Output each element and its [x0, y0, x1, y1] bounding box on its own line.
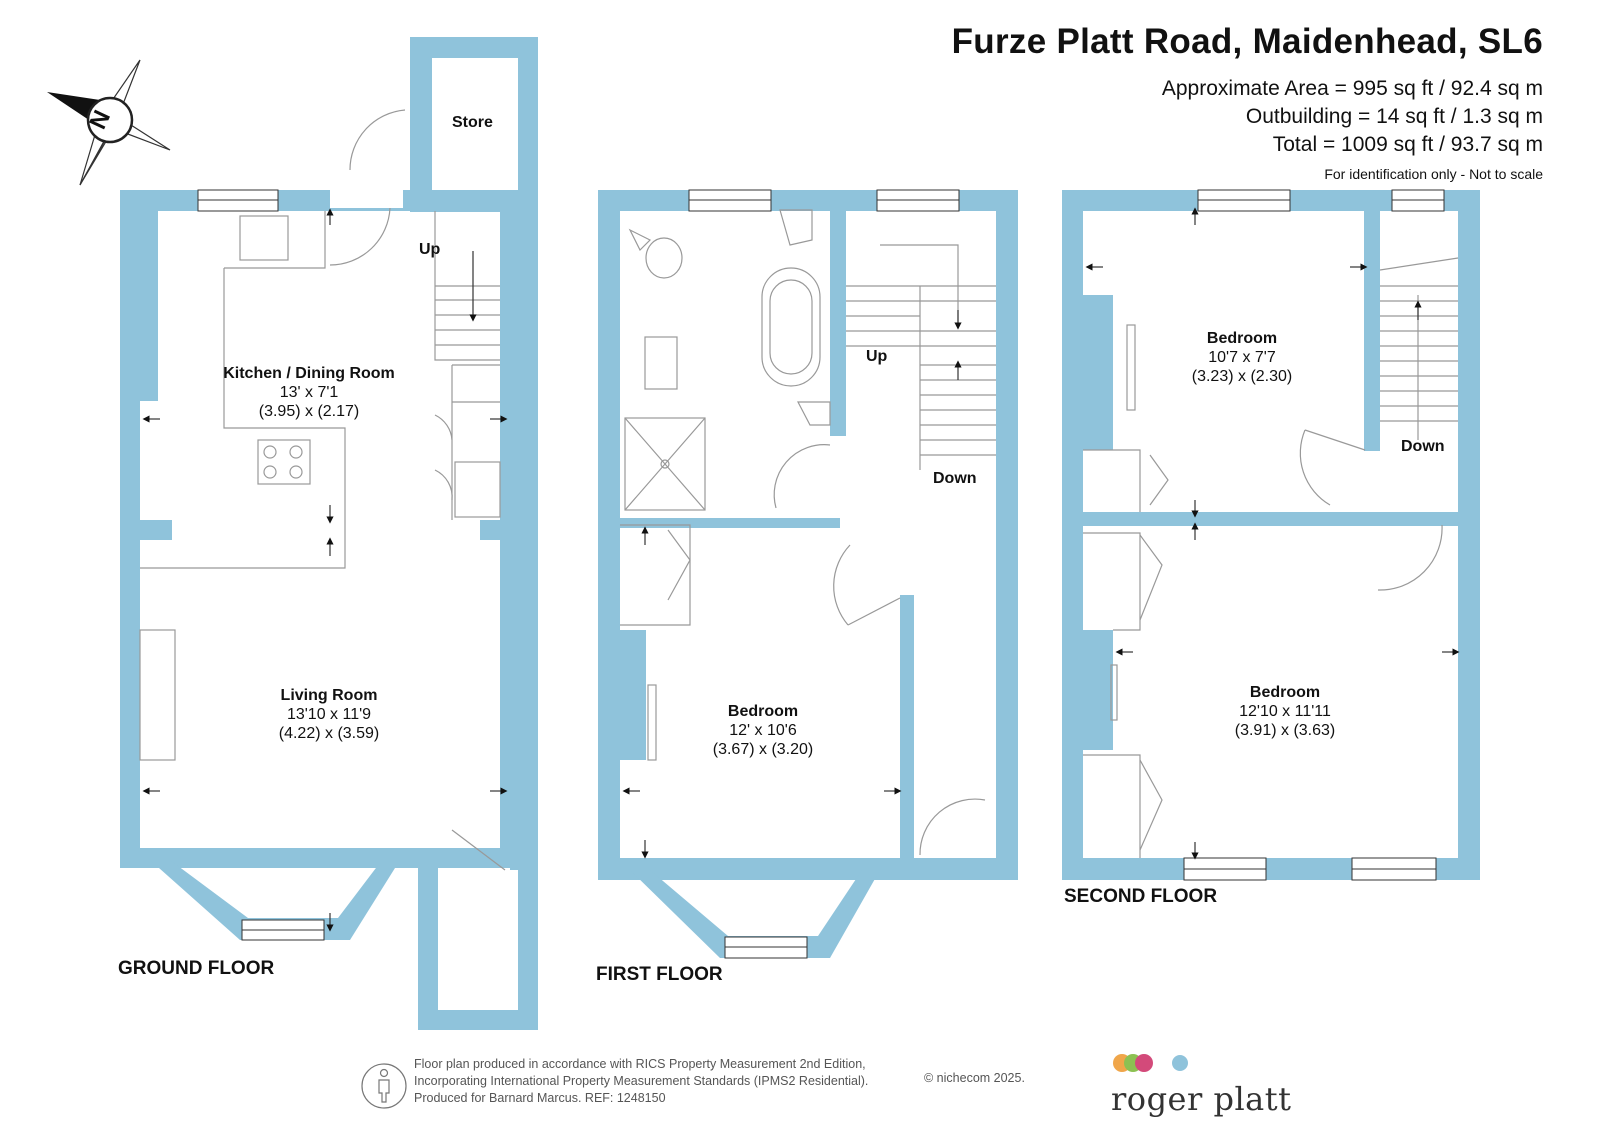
first-stairs-down-label: Down — [933, 470, 977, 487]
second-stairs-down-label: Down — [1401, 438, 1445, 455]
room-name: Kitchen / Dining Room — [223, 365, 395, 382]
room-name: Bedroom — [727, 703, 799, 720]
room-metric: (3.67) x (3.20) — [712, 741, 814, 758]
first-floor-bedroom: Bedroom 12' x 10'6 (3.67) x (3.20) — [713, 702, 813, 759]
kitchen-dining-room: Kitchen / Dining Room 13' x 7'1 (3.95) x… — [223, 364, 395, 421]
room-name: Bedroom — [1206, 330, 1278, 347]
room-imperial: 12' x 10'6 — [729, 722, 797, 739]
ground-stairs-up-label: Up — [419, 241, 441, 258]
room-imperial: 13' x 7'1 — [279, 384, 339, 401]
brand-name: roger platt — [1111, 1080, 1292, 1118]
ground-floor-plan — [120, 37, 538, 1030]
ground-floor-label: GROUND FLOOR — [118, 958, 275, 979]
second-floor-back-bedroom: Bedroom 10'7 x 7'7 (3.23) x (2.30) — [1192, 329, 1292, 386]
first-floor-label: FIRST FLOOR — [596, 964, 723, 985]
footer-line-2: Incorporating International Property Mea… — [414, 1074, 869, 1088]
first-floor-walls — [598, 190, 1018, 880]
room-metric: (3.91) x (3.63) — [1234, 722, 1336, 739]
outbuilding-area-text: Outbuilding = 14 sq ft / 1.3 sq m — [1245, 105, 1543, 128]
living-room: Living Room 13'10 x 11'9 (4.22) x (3.59) — [279, 686, 379, 743]
room-metric: (3.95) x (2.17) — [258, 403, 360, 420]
second-floor-label: SECOND FLOOR — [1064, 886, 1218, 907]
total-area-text: Total = 1009 sq ft / 93.7 sq m — [1272, 133, 1543, 156]
store-label: Store — [452, 114, 493, 131]
room-name: Bedroom — [1249, 684, 1321, 701]
compass-rose-icon — [47, 59, 171, 186]
second-floor-walls — [1062, 190, 1480, 880]
first-bay-window — [630, 870, 880, 958]
plan-title: Furze Platt Road, Maidenhead, SL6 — [951, 22, 1543, 61]
room-imperial: 12'10 x 11'11 — [1239, 703, 1331, 720]
brand-logo-dots — [1113, 1054, 1188, 1072]
first-stairs-up-label: Up — [866, 348, 888, 365]
room-metric: (4.22) x (3.59) — [278, 725, 380, 742]
person-icon — [361, 1063, 407, 1109]
room-imperial: 10'7 x 7'7 — [1208, 349, 1276, 366]
footer-line-1: Floor plan produced in accordance with R… — [414, 1057, 866, 1071]
copyright-text: © nichecom 2025. — [924, 1071, 1025, 1085]
second-floor-front-bedroom: Bedroom 12'10 x 11'11 (3.91) x (3.63) — [1235, 683, 1335, 740]
room-imperial: 13'10 x 11'9 — [286, 706, 372, 723]
room-name: Living Room — [280, 687, 378, 704]
ground-floor-walls — [120, 190, 510, 868]
room-metric: (3.23) x (2.30) — [1191, 368, 1293, 385]
ground-bay-window — [150, 860, 400, 940]
side-passage-walls — [418, 860, 538, 1030]
second-floor-plan — [1062, 189, 1480, 881]
first-floor-plan — [598, 189, 1018, 959]
footer-line-3: Produced for Barnard Marcus. REF: 124815… — [414, 1091, 666, 1105]
approx-area-text: Approximate Area = 995 sq ft / 92.4 sq m — [1161, 77, 1543, 100]
footer-disclaimer: Floor plan produced in accordance with R… — [414, 1056, 868, 1107]
scale-note: For identification only - Not to scale — [1324, 166, 1543, 182]
